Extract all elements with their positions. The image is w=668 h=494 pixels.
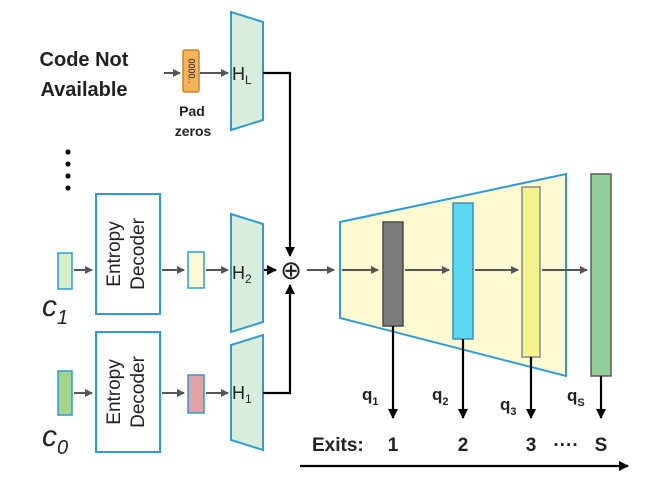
stage-block-1 xyxy=(382,221,404,327)
q-label-s: qS xyxy=(567,386,585,409)
code-c0-block xyxy=(57,370,73,416)
head-hl xyxy=(230,10,264,132)
entropy-decoder-top-line1: Entropy xyxy=(104,221,125,287)
q-label-3: q3 xyxy=(500,395,517,418)
q-label-1: q1 xyxy=(362,385,379,408)
q-label-2: q2 xyxy=(432,385,449,408)
stage-block-4 xyxy=(590,173,612,377)
exit-number-2: 2 xyxy=(458,435,469,456)
code-c1-block xyxy=(57,252,73,290)
ellipsis-dot xyxy=(65,149,71,155)
head-h2 xyxy=(230,212,264,334)
entropy-decoder-bottom-line2: Decoder xyxy=(128,355,149,427)
pad-label-line1: Pad xyxy=(179,103,205,119)
exits-label: Exits: xyxy=(312,435,364,456)
code-c1-label: c1 xyxy=(42,290,68,329)
head-h1-label: H1 xyxy=(232,383,252,406)
arrow-h1-to-merge xyxy=(263,284,295,395)
decoded-feature-bottom xyxy=(187,374,205,414)
exit-number-3: 3 xyxy=(526,435,537,456)
ellipsis-dot xyxy=(65,173,71,179)
entropy-decoder-bottom-line1: Entropy xyxy=(104,359,125,425)
ellipsis-dot xyxy=(65,161,71,167)
pad-label-line2: zeros xyxy=(175,123,212,139)
unavailable-text-line1: Code Not xyxy=(40,49,129,71)
entropy-decoder-bottom xyxy=(95,331,161,453)
entropy-decoder-top-line2: Decoder xyxy=(128,217,149,289)
merge-sum-symbol: ⊕ xyxy=(280,255,302,285)
entropy-decoder-top xyxy=(95,193,161,315)
stage-block-2 xyxy=(452,202,474,340)
exit-number-1: 1 xyxy=(388,435,399,456)
exit-number-s: S xyxy=(595,435,608,456)
unavailable-text-line2: Available xyxy=(40,79,127,101)
head-h2-label: H2 xyxy=(232,263,252,286)
exit-ellipsis: ···· xyxy=(553,435,578,456)
head-hl-label: HL xyxy=(232,64,252,87)
ellipsis-dot xyxy=(65,185,71,191)
stage-block-3 xyxy=(521,186,541,358)
decoded-feature-top xyxy=(187,251,205,289)
arrow-hl-to-merge xyxy=(263,71,295,257)
code-c0-label: c0 xyxy=(42,420,68,459)
pad-zeros-chip-label: 0000.. xyxy=(187,58,197,83)
pad-zeros-chip xyxy=(182,49,200,93)
head-h1 xyxy=(230,333,264,452)
